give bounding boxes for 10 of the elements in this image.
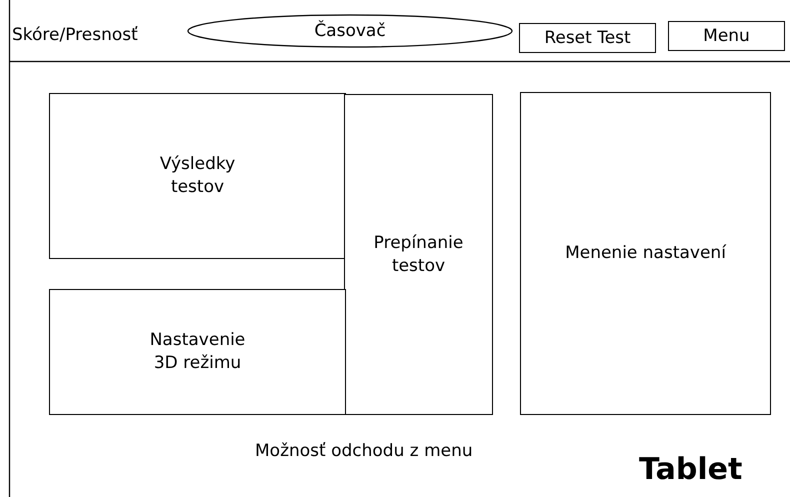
footer-note: Možnosť odchodu z menu — [255, 441, 473, 461]
panel-box: Prepínanie testov — [344, 94, 493, 415]
header-label: Skóre/Presnosť — [12, 25, 138, 45]
panel-box: Výsledky testov — [49, 93, 346, 259]
timer-ellipse: Časovač — [187, 14, 513, 48]
panel-box: Nastavenie 3D režimu — [49, 289, 346, 415]
menu-button: Menu — [668, 21, 785, 51]
reset-button: Reset Test — [519, 23, 656, 53]
panel-box: Menenie nastavení — [520, 92, 771, 415]
device-label: Tablet — [639, 452, 742, 487]
